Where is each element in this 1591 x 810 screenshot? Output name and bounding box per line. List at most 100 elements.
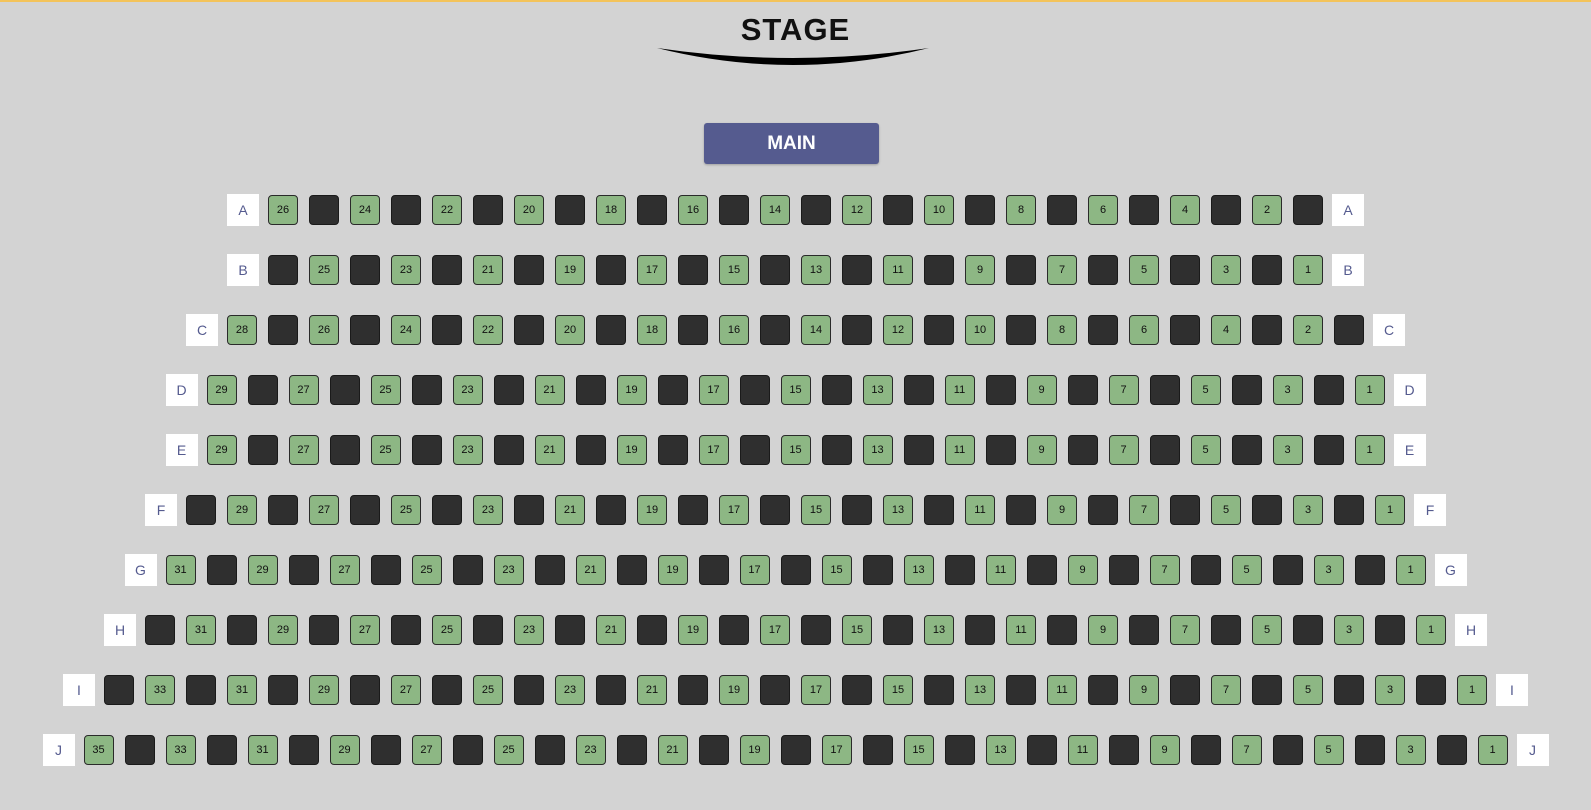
seat-taken[interactable] [514,495,544,525]
seat-available[interactable]: 23 [575,735,606,765]
seat-available[interactable]: 18 [596,195,626,225]
seat-taken[interactable] [985,435,1016,465]
seat-taken[interactable] [1190,555,1221,585]
seat-taken[interactable] [780,555,811,585]
seat-available[interactable]: 5 [1313,735,1344,765]
seat-taken[interactable] [104,675,134,705]
seat-available[interactable]: 19 [719,675,749,705]
seat-available[interactable]: 31 [247,735,278,765]
seat-available[interactable]: 19 [637,495,667,525]
seat-available[interactable]: 9 [1129,675,1159,705]
seat-available[interactable]: 3 [1272,435,1303,465]
seat-taken[interactable] [1088,495,1118,525]
seat-taken[interactable] [1006,255,1036,285]
seat-taken[interactable] [452,555,483,585]
seat-available[interactable]: 12 [842,195,872,225]
seat-available[interactable]: 6 [1129,315,1159,345]
seat-available[interactable]: 23 [555,675,585,705]
seat-available[interactable]: 25 [411,555,442,585]
seat-taken[interactable] [247,375,278,405]
seat-taken[interactable] [924,495,954,525]
seat-available[interactable]: 6 [1088,195,1118,225]
seat-taken[interactable] [1272,735,1303,765]
seat-available[interactable]: 25 [370,375,401,405]
seat-taken[interactable] [1313,435,1344,465]
seat-available[interactable]: 23 [493,555,524,585]
seat-available[interactable]: 7 [1108,435,1139,465]
seat-available[interactable]: 23 [452,435,483,465]
seat-taken[interactable] [944,555,975,585]
seat-available[interactable]: 11 [1006,615,1036,645]
seat-available[interactable]: 5 [1293,675,1323,705]
seat-taken[interactable] [678,675,708,705]
seat-taken[interactable] [391,195,421,225]
seat-available[interactable]: 13 [862,375,893,405]
seat-taken[interactable] [1149,375,1180,405]
seat-available[interactable]: 2 [1293,315,1323,345]
seat-taken[interactable] [965,195,995,225]
seat-available[interactable]: 1 [1395,555,1426,585]
seat-taken[interactable] [924,315,954,345]
seat-available[interactable]: 33 [165,735,196,765]
seat-available[interactable]: 9 [1088,615,1118,645]
seat-taken[interactable] [391,615,421,645]
seat-available[interactable]: 26 [309,315,339,345]
seat-taken[interactable] [1252,315,1282,345]
seat-available[interactable]: 10 [924,195,954,225]
seat-taken[interactable] [1088,255,1118,285]
seat-available[interactable]: 27 [288,435,319,465]
seat-available[interactable]: 23 [391,255,421,285]
seat-available[interactable]: 25 [309,255,339,285]
seat-taken[interactable] [698,555,729,585]
seat-available[interactable]: 3 [1395,735,1426,765]
seat-taken[interactable] [1416,675,1446,705]
seat-available[interactable]: 17 [719,495,749,525]
seat-available[interactable]: 17 [821,735,852,765]
seat-available[interactable]: 14 [801,315,831,345]
seat-taken[interactable] [1252,675,1282,705]
seat-available[interactable]: 2 [1252,195,1282,225]
seat-available[interactable]: 22 [432,195,462,225]
seat-taken[interactable] [288,735,319,765]
seat-available[interactable]: 17 [739,555,770,585]
seat-available[interactable]: 7 [1170,615,1200,645]
seat-taken[interactable] [350,675,380,705]
seat-available[interactable]: 13 [862,435,893,465]
seat-available[interactable]: 3 [1375,675,1405,705]
seat-taken[interactable] [268,675,298,705]
seat-available[interactable]: 1 [1354,375,1385,405]
seat-taken[interactable] [678,255,708,285]
seat-available[interactable]: 1 [1457,675,1487,705]
seat-taken[interactable] [944,735,975,765]
seat-taken[interactable] [698,735,729,765]
seat-available[interactable]: 11 [1067,735,1098,765]
seat-taken[interactable] [1006,315,1036,345]
seat-available[interactable]: 27 [350,615,380,645]
seat-taken[interactable] [1170,495,1200,525]
seat-taken[interactable] [657,435,688,465]
seat-taken[interactable] [883,195,913,225]
seat-available[interactable]: 31 [186,615,216,645]
seat-available[interactable]: 19 [739,735,770,765]
seat-taken[interactable] [145,615,175,645]
seat-available[interactable]: 24 [391,315,421,345]
seat-available[interactable]: 25 [432,615,462,645]
seat-taken[interactable] [1190,735,1221,765]
seat-taken[interactable] [452,735,483,765]
seat-taken[interactable] [862,735,893,765]
seat-taken[interactable] [1211,195,1241,225]
seat-taken[interactable] [329,375,360,405]
seat-taken[interactable] [842,495,872,525]
seat-taken[interactable] [1252,255,1282,285]
seat-taken[interactable] [575,435,606,465]
seat-taken[interactable] [801,615,831,645]
seat-taken[interactable] [739,375,770,405]
seat-available[interactable]: 17 [801,675,831,705]
seat-taken[interactable] [821,375,852,405]
seat-taken[interactable] [596,255,626,285]
seat-available[interactable]: 17 [698,375,729,405]
seat-available[interactable]: 11 [883,255,913,285]
seat-taken[interactable] [883,615,913,645]
seat-available[interactable]: 1 [1354,435,1385,465]
seat-taken[interactable] [1313,375,1344,405]
